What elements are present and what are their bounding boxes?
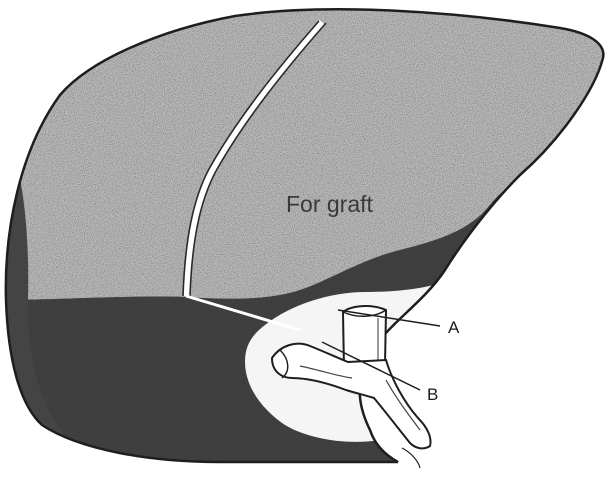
label-b: B — [427, 385, 438, 404]
label-a: A — [448, 318, 460, 337]
graft-label: For graft — [286, 191, 374, 217]
